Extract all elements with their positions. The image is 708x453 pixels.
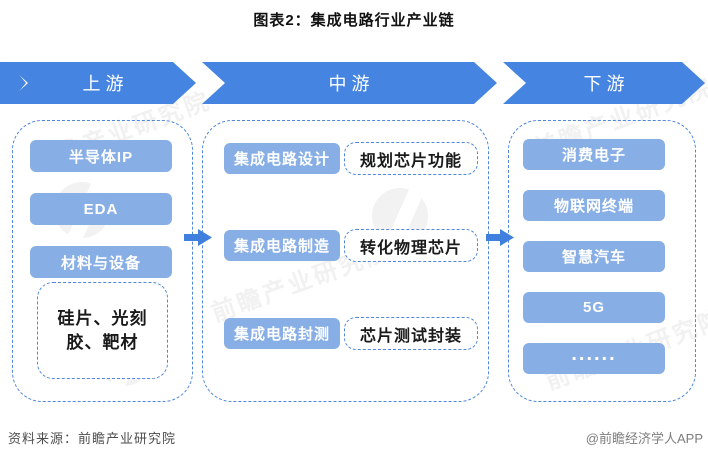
midstream-row: 集成电路设计 规划芯片功能 bbox=[203, 142, 488, 175]
stage-label-downstream: 下游 bbox=[583, 74, 630, 94]
midstream-step-label: 集成电路设计 bbox=[224, 143, 340, 174]
ellipsis-label: ...... bbox=[571, 343, 617, 365]
upstream-container: 半导体IP EDA 材料与设备 硅片、光刻 胶、靶材 bbox=[12, 120, 193, 402]
page-title: 图表2：集成电路行业产业链 bbox=[253, 12, 455, 29]
upstream-box: 材料与设备 bbox=[30, 246, 172, 278]
downstream-box: 智慧汽车 bbox=[523, 241, 665, 272]
midstream-step-desc: 芯片测试封装 bbox=[344, 317, 478, 350]
midstream-step-desc: 转化物理芯片 bbox=[344, 229, 478, 262]
stage-label-upstream: 上游 bbox=[82, 74, 129, 94]
footer-source: 资料来源：前瞻产业研究院 bbox=[8, 431, 177, 446]
chevron-left-tail bbox=[0, 62, 26, 104]
downstream-box: 物联网终端 bbox=[523, 190, 665, 221]
stage-arrows bbox=[0, 62, 705, 104]
midstream-row: 集成电路制造 转化物理芯片 bbox=[203, 229, 488, 262]
midstream-container: 集成电路设计 规划芯片功能 集成电路制造 转化物理芯片 集成电路封测 芯片测试封… bbox=[202, 120, 489, 402]
midstream-step-label: 集成电路制造 bbox=[224, 230, 340, 261]
downstream-container: 消费电子 物联网终端 智慧汽车 5G ...... bbox=[508, 120, 696, 402]
right-arrow-icon bbox=[486, 229, 514, 246]
chevron-upstream bbox=[5, 62, 196, 104]
chevron-midstream bbox=[202, 62, 497, 104]
midstream-step-label: 集成电路封测 bbox=[224, 318, 340, 349]
stage-label-midstream: 中游 bbox=[328, 74, 375, 94]
upstream-box: EDA bbox=[30, 193, 172, 225]
right-arrow-icon bbox=[184, 229, 212, 246]
upstream-detail-box: 硅片、光刻 胶、靶材 bbox=[37, 282, 168, 379]
downstream-box: 5G bbox=[523, 292, 665, 323]
midstream-step-desc: 规划芯片功能 bbox=[344, 142, 478, 175]
midstream-row: 集成电路封测 芯片测试封装 bbox=[203, 317, 488, 350]
upstream-box: 半导体IP bbox=[30, 140, 172, 172]
downstream-box: 消费电子 bbox=[523, 139, 665, 170]
downstream-box-more: ...... bbox=[523, 343, 665, 374]
footer-credit: @前瞻经济学人APP bbox=[585, 431, 703, 446]
chevron-downstream bbox=[503, 62, 705, 104]
